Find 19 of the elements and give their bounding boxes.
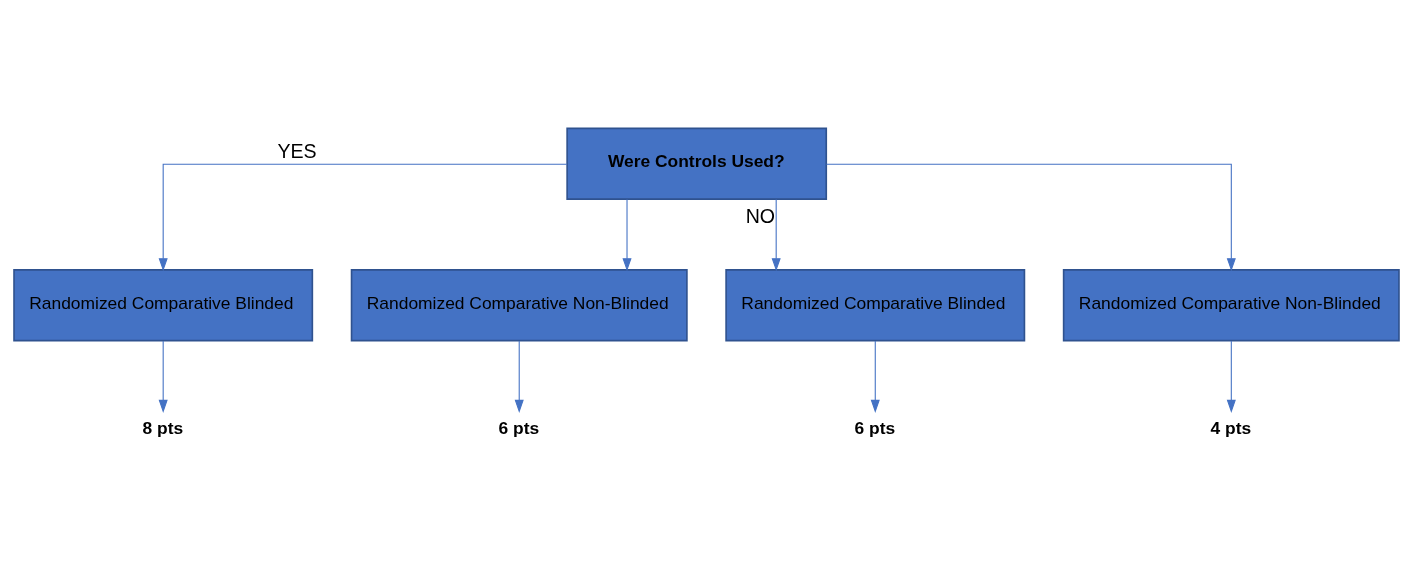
arrow [1226, 339, 1236, 413]
node-text: 6 pts [854, 417, 896, 438]
node-text: 8 pts [142, 417, 184, 438]
arrow [825, 163, 1236, 271]
arrow [158, 163, 568, 271]
arrow [158, 339, 168, 413]
edge-label: NO [745, 204, 776, 227]
node-box: Were Controls Used? [566, 127, 828, 200]
node-box: Randomized Comparative Non-Blinded [350, 268, 688, 341]
arrow [622, 198, 632, 271]
node-box: Randomized Comparative Blinded [725, 268, 1026, 341]
node-box: Randomized Comparative Non-Blinded [1062, 268, 1400, 341]
node-text: 4 pts [1210, 417, 1252, 438]
arrow [870, 339, 880, 413]
arrow [771, 198, 781, 271]
edge-label: YES [277, 139, 317, 162]
node-text: 6 pts [498, 417, 540, 438]
node-box: Randomized Comparative Blinded [13, 268, 314, 341]
arrow [514, 339, 524, 413]
